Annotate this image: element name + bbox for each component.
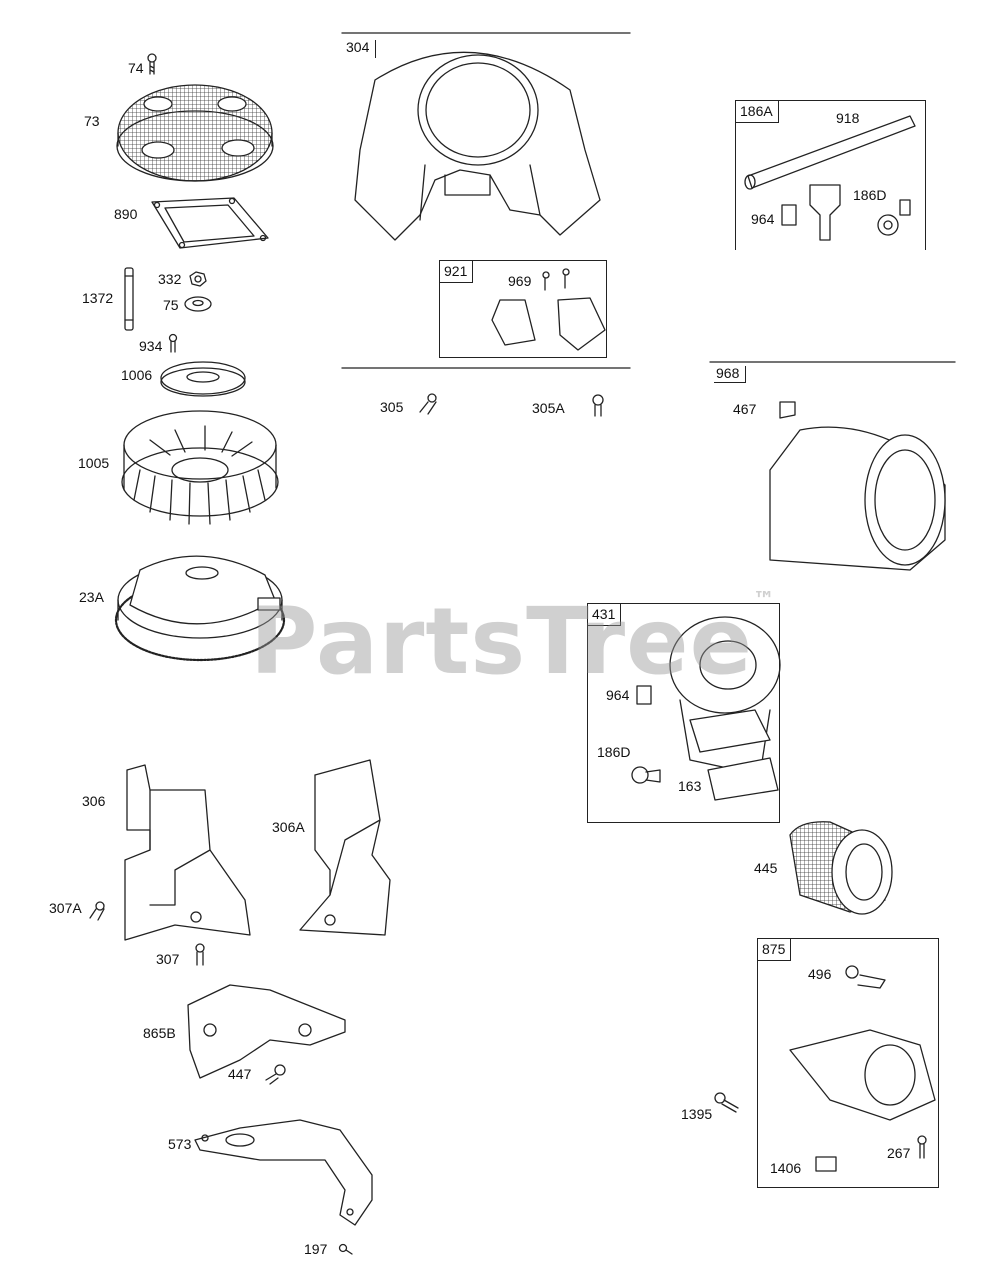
part-445-filter-drawing[interactable] [789,821,893,915]
callout-1372[interactable]: 1372 [82,290,114,306]
callout-307a[interactable]: 307A [49,900,82,916]
callout-1006[interactable]: 1006 [121,367,153,383]
callout-74[interactable]: 74 [128,60,144,76]
part-934-screw-drawing[interactable] [168,333,178,353]
box-tag-304[interactable]: 304 [346,40,377,58]
callout-197[interactable]: 197 [304,1241,328,1257]
callout-496[interactable]: 496 [808,966,832,982]
callout-1005[interactable]: 1005 [78,455,110,471]
part-332-nut-drawing[interactable] [189,271,207,287]
callout-307[interactable]: 307 [156,951,180,967]
part-921-shields-drawing[interactable] [491,268,606,351]
callout-1406[interactable]: 1406 [770,1160,802,1176]
callout-969[interactable]: 969 [508,273,532,289]
part-1005-fan-drawing[interactable] [121,410,279,525]
part-186d-fitting-drawing[interactable] [809,184,911,241]
callout-918[interactable]: 918 [836,110,860,126]
part-23a-flywheel-drawing[interactable] [114,555,286,662]
callout-305a[interactable]: 305A [532,400,565,416]
callout-306[interactable]: 306 [82,793,106,809]
part-1372-stud-drawing[interactable] [124,267,134,331]
part-305a-screw-drawing[interactable] [592,394,604,417]
part-306a-baffle-drawing[interactable] [299,759,391,936]
part-573-bracket-drawing[interactable] [194,1119,373,1226]
callout-306a[interactable]: 306A [272,819,305,835]
callout-305[interactable]: 305 [380,399,404,415]
group-box-186a: 186A [735,100,926,250]
callout-890[interactable]: 890 [114,206,138,222]
box-tag-968[interactable]: 968 [714,366,747,383]
group-box-875: 875 [757,938,939,1188]
part-74-screw-drawing[interactable] [147,53,157,75]
callout-267[interactable]: 267 [887,1145,911,1161]
part-431-air-cleaner-base-drawing[interactable] [631,616,781,801]
callout-23a[interactable]: 23A [79,589,104,605]
box-tag-186a[interactable]: 186A [736,101,779,123]
callout-573[interactable]: 573 [168,1136,192,1152]
part-304-blower-housing-drawing[interactable] [341,32,631,369]
box-tag-921[interactable]: 921 [440,261,474,283]
callout-445[interactable]: 445 [754,860,778,876]
callout-186d-tube-kit[interactable]: 186D [853,187,887,203]
part-1395-screw-drawing[interactable] [714,1092,739,1113]
part-73-grille-drawing[interactable] [116,84,274,182]
callout-964-tube-kit[interactable]: 964 [751,211,775,227]
group-box-431: 431 [587,603,780,823]
callout-447[interactable]: 447 [228,1066,252,1082]
box-tag-431[interactable]: 431 [588,604,622,626]
part-306-baffle-drawing[interactable] [124,764,251,941]
part-305-screw-drawing[interactable] [419,393,437,415]
part-197-screw-drawing[interactable] [338,1243,353,1255]
part-75-washer-drawing[interactable] [184,296,212,312]
part-964-seal-drawing[interactable] [781,204,797,226]
callout-186d-base-kit[interactable]: 186D [597,744,631,760]
callout-332[interactable]: 332 [158,271,182,287]
part-1006-ring-drawing[interactable] [160,361,246,397]
callout-1395[interactable]: 1395 [681,1106,713,1122]
part-918-tube-drawing[interactable] [744,115,916,190]
part-968-cover-drawing[interactable] [709,361,956,571]
callout-467[interactable]: 467 [733,401,757,417]
callout-865b[interactable]: 865B [143,1025,176,1041]
callout-73[interactable]: 73 [84,113,100,129]
part-865b-shield-drawing[interactable] [187,984,346,1079]
callout-75[interactable]: 75 [163,297,179,313]
callout-163[interactable]: 163 [678,778,702,794]
part-307-screw-drawing[interactable] [195,943,205,966]
part-447-screw-drawing[interactable] [265,1064,286,1085]
callout-934[interactable]: 934 [139,338,163,354]
part-890-gasket-drawing[interactable] [151,197,269,249]
group-box-921: 921 [439,260,607,358]
part-307a-screw-drawing[interactable] [89,901,105,921]
box-tag-875[interactable]: 875 [758,939,792,961]
callout-964-base-kit[interactable]: 964 [606,687,630,703]
part-875-housing-drawing[interactable] [789,965,936,1172]
